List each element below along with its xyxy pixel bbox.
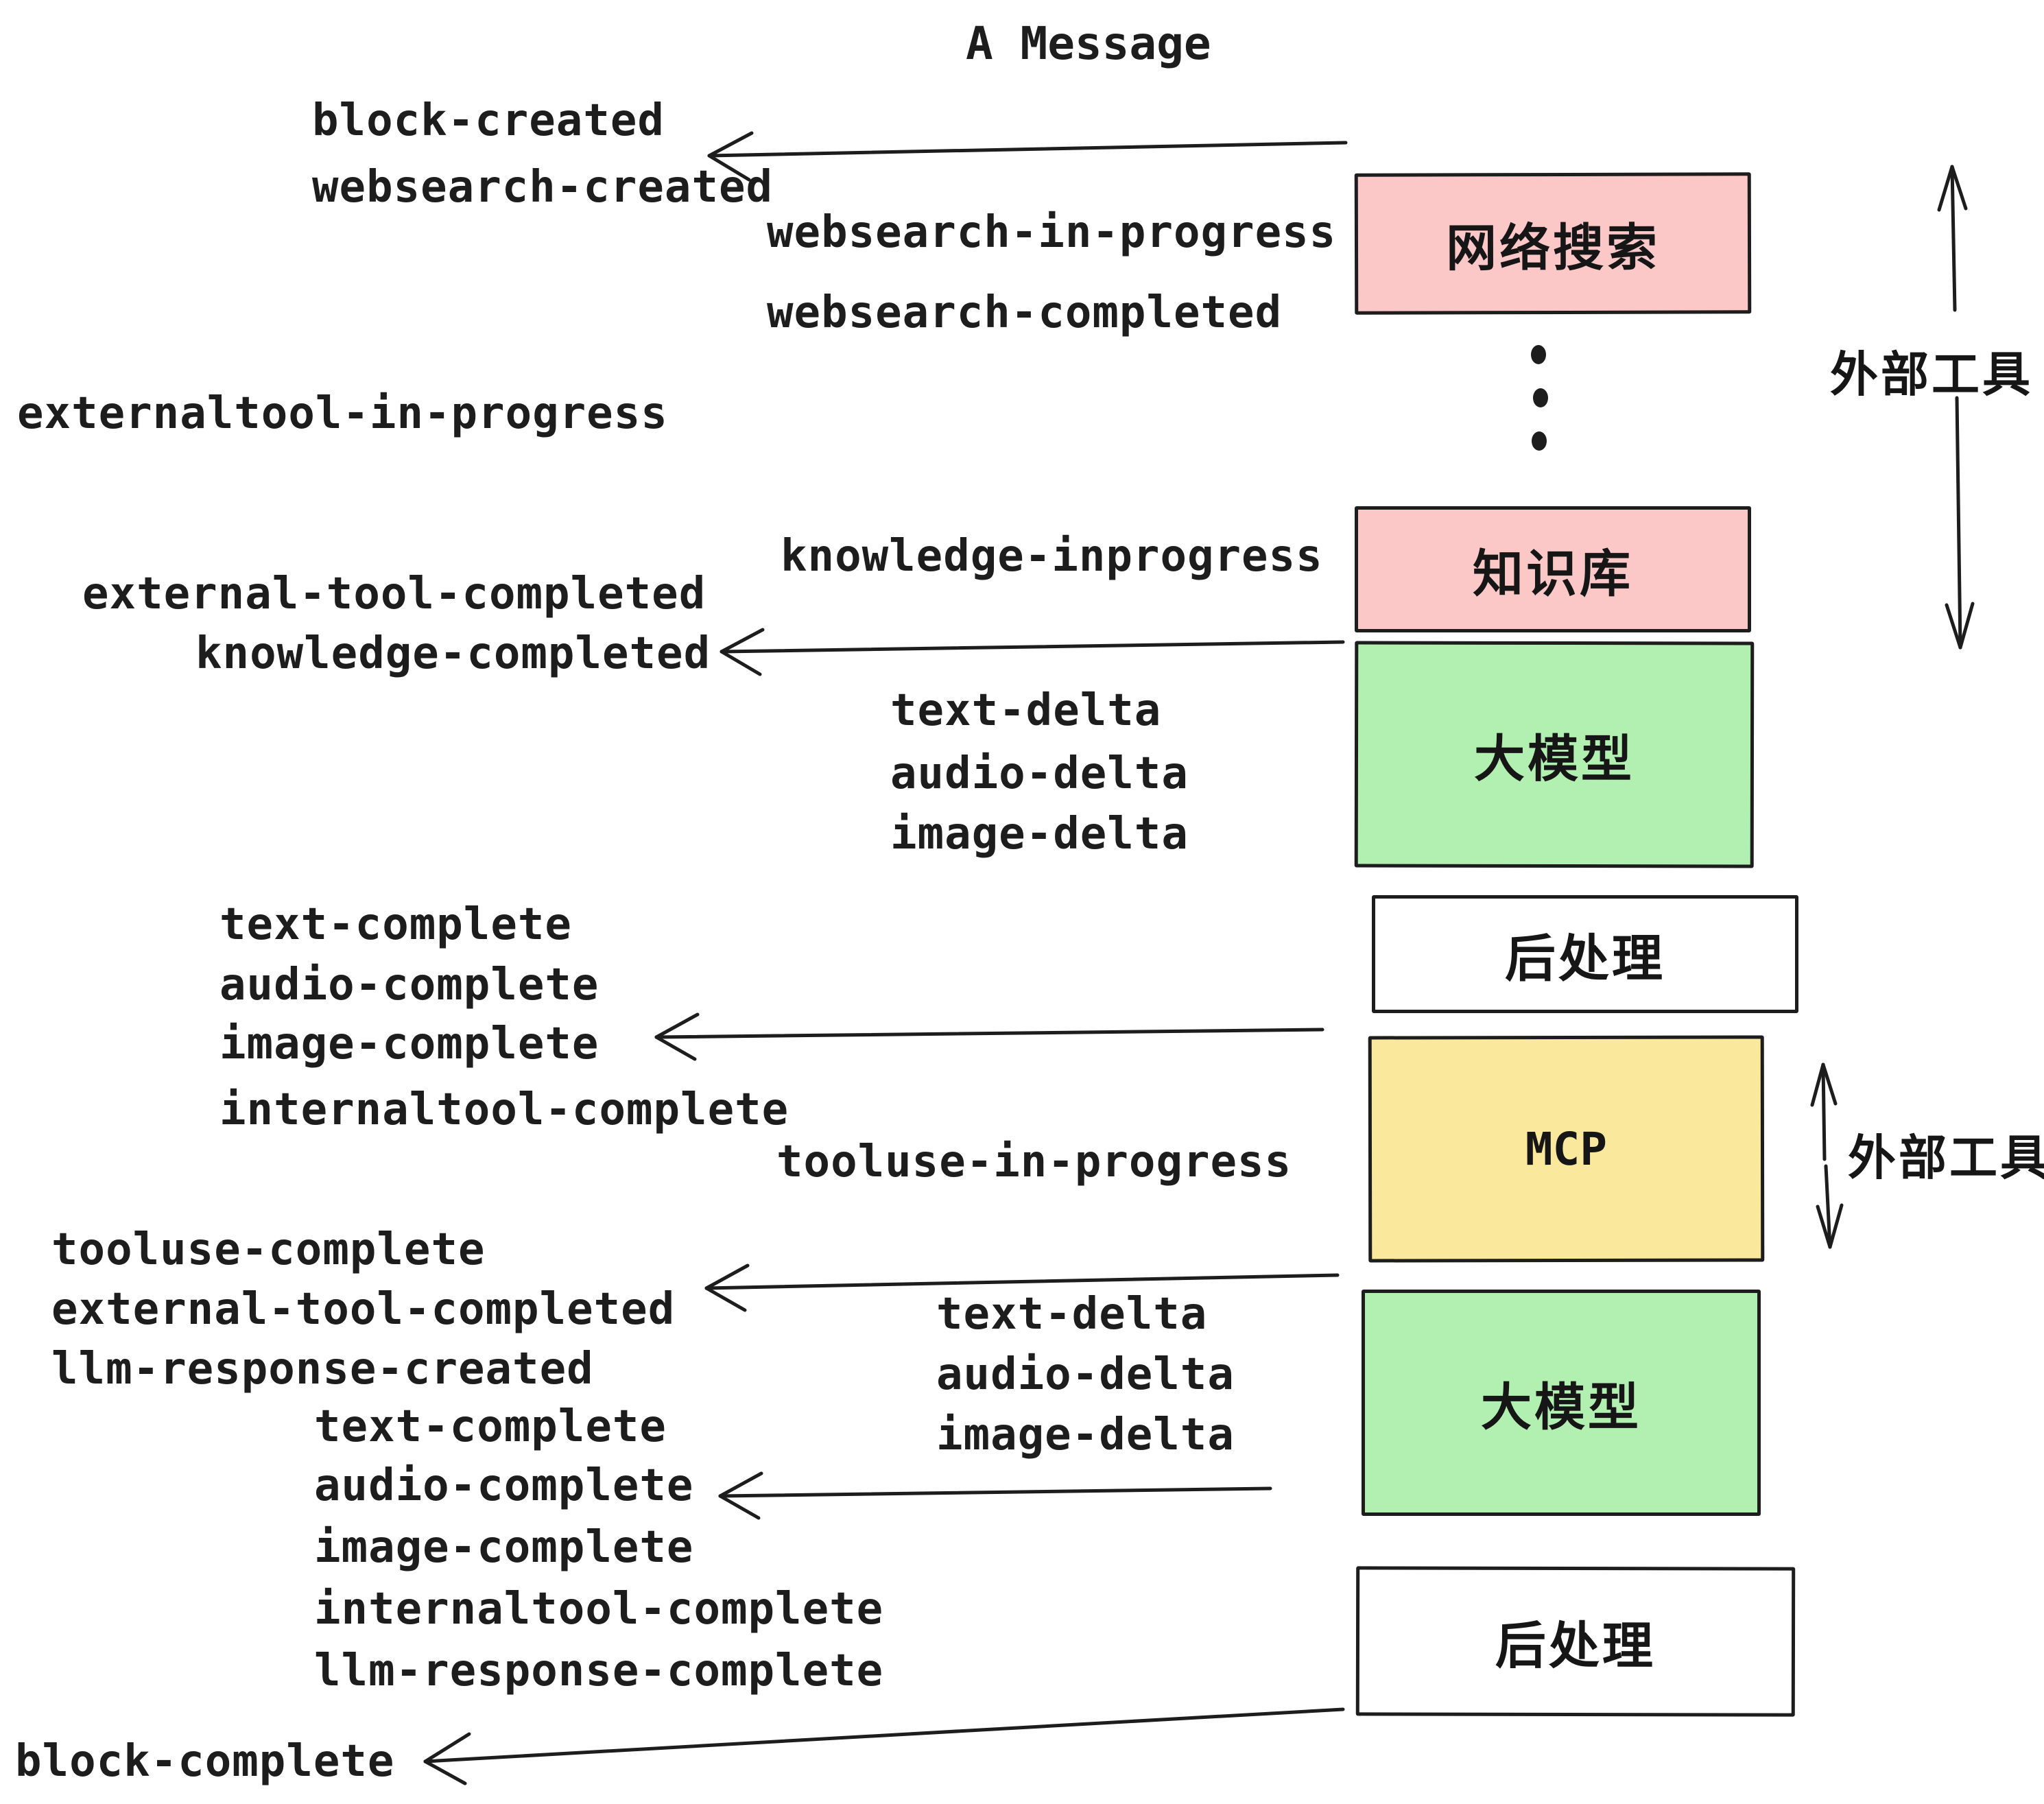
event-label-tooluse-in-progress: tooluse-in-progress <box>776 1137 1292 1187</box>
event-label-websearch-completed: websearch-completed <box>767 287 1283 338</box>
event-label-text-delta: text-delta <box>890 685 1162 736</box>
arrow-left-knowledge-completed-icon <box>720 628 1345 676</box>
arrow-up-external-tools-1-icon <box>1937 165 1968 312</box>
node-postprocess-1-label: 后处理 <box>1505 929 1665 988</box>
ellipsis-dots-icon <box>1531 345 1548 451</box>
node-mcp: MCP <box>1368 1035 1765 1263</box>
event-label-text-complete: text-complete <box>219 899 572 950</box>
event-label-llm-response-complete: llm-response-complete <box>314 1646 884 1696</box>
node-postprocess-2: 后处理 <box>1355 1566 1796 1717</box>
node-mcp-label: MCP <box>1525 1122 1608 1176</box>
event-label-knowledge-completed: knowledge-completed <box>195 628 711 679</box>
event-label-image-complete-2: image-complete <box>314 1522 694 1573</box>
node-websearch-label: 网络搜索 <box>1445 218 1661 278</box>
event-label-knowledge-inprogress: knowledge-inprogress <box>781 531 1323 582</box>
annotation-external-tools-mcp: 外部工具 <box>1848 1130 2044 1186</box>
annotation-external-tools-top: 外部工具 <box>1830 346 2033 403</box>
node-llm-1-label: 大模型 <box>1473 729 1635 789</box>
event-label-external-tool-completed-2: external-tool-completed <box>51 1284 676 1335</box>
node-websearch: 网络搜索 <box>1354 172 1752 315</box>
event-label-image-complete: image-complete <box>219 1019 599 1069</box>
event-label-image-delta-2: image-delta <box>936 1410 1235 1460</box>
node-llm-1: 大模型 <box>1354 641 1755 868</box>
event-label-block-complete: block-complete <box>15 1736 395 1787</box>
arrow-left-image-complete-icon <box>654 1012 1324 1061</box>
diagram-title: A Message <box>966 17 1211 70</box>
event-label-internaltool-complete-2: internaltool-complete <box>314 1584 884 1635</box>
event-label-block-created: block-created <box>312 95 665 146</box>
event-label-image-delta: image-delta <box>890 809 1189 859</box>
event-label-text-delta-2: text-delta <box>936 1289 1208 1340</box>
event-label-tooluse-complete: tooluse-complete <box>51 1224 486 1275</box>
node-knowledge-base: 知识库 <box>1355 506 1751 632</box>
event-label-audio-complete: audio-complete <box>219 960 599 1010</box>
event-label-websearch-in-progress: websearch-in-progress <box>767 207 1337 258</box>
event-label-internaltool-complete: internaltool-complete <box>219 1084 789 1135</box>
event-label-websearch-created: websearch-created <box>312 162 774 213</box>
event-label-llm-response-created: llm-response-created <box>51 1344 594 1394</box>
node-llm-2-label: 大模型 <box>1481 1377 1641 1437</box>
event-label-text-complete-2: text-complete <box>314 1401 667 1452</box>
event-label-audio-delta: audio-delta <box>890 748 1189 799</box>
arrow-left-block-complete-icon <box>423 1707 1345 1785</box>
event-label-audio-complete-2: audio-complete <box>314 1460 694 1511</box>
node-postprocess-2-label: 后处理 <box>1495 1616 1656 1676</box>
arrow-down-external-tools-1-icon <box>1945 396 1975 650</box>
arrow-left-audio-complete-icon <box>718 1471 1272 1520</box>
arrow-left-block-created-icon <box>707 131 1348 182</box>
node-postprocess-1: 后处理 <box>1372 895 1798 1013</box>
node-knowledge-base-label: 知识库 <box>1473 544 1633 604</box>
event-label-audio-delta-2: audio-delta <box>936 1349 1235 1400</box>
arrow-down-external-tools-2-icon <box>1816 1164 1844 1249</box>
event-label-external-tool-completed: external-tool-completed <box>82 569 706 619</box>
event-label-externaltool-in-progress: externaltool-in-progress <box>17 388 668 439</box>
node-llm-2: 大模型 <box>1362 1290 1761 1516</box>
arrow-up-external-tools-2-icon <box>1810 1063 1838 1161</box>
